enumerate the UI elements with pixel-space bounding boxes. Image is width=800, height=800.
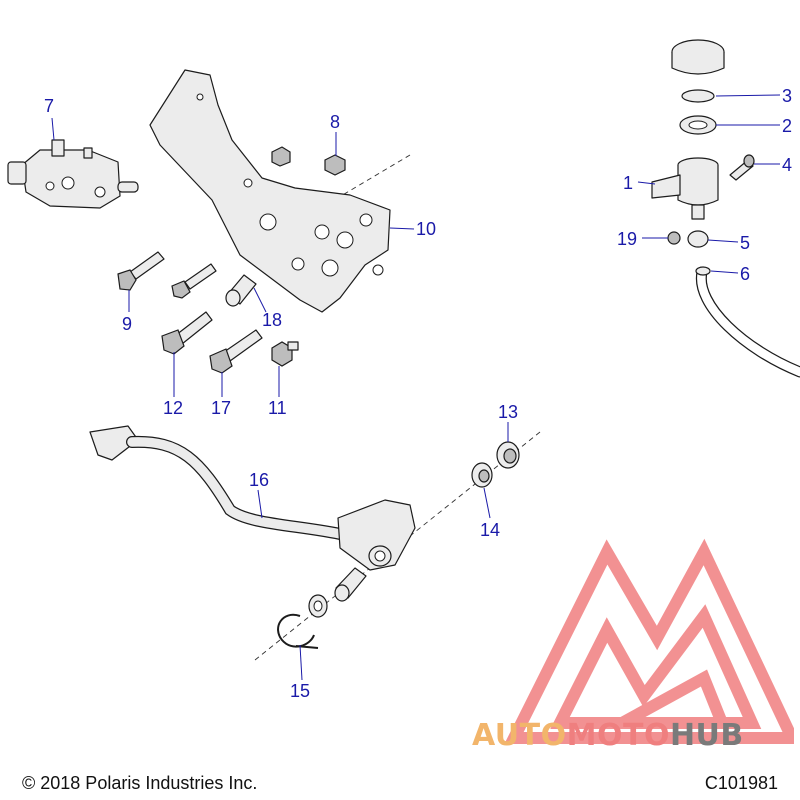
automotohub-watermark: AUTOMOTOHUB <box>472 718 744 753</box>
spacer-part-18 <box>225 274 257 307</box>
automotohub-logo-icon <box>504 538 794 744</box>
callout-13: 13 <box>498 402 518 422</box>
callout-15: 15 <box>290 681 310 701</box>
watermark-auto: AUTO <box>472 718 567 753</box>
callout-2: 2 <box>782 116 792 136</box>
callout-16: 16 <box>249 470 269 490</box>
brake-pedal-part <box>89 425 416 571</box>
screw-part-4 <box>729 154 755 181</box>
washer-part <box>308 594 328 618</box>
callout-3: 3 <box>782 86 792 106</box>
callout-17: 17 <box>211 398 231 418</box>
callout-11: 11 <box>268 398 287 418</box>
bolt-part-9 <box>117 251 165 291</box>
bolt-part-12 <box>161 311 213 355</box>
callout-9: 9 <box>122 314 132 334</box>
callout-4: 4 <box>782 155 792 175</box>
master-cylinder-part <box>7 139 139 209</box>
clip-part-15 <box>277 613 319 649</box>
nut-part-8b <box>324 154 346 176</box>
sleeve-part <box>334 567 367 602</box>
nut-part-19 <box>667 231 681 245</box>
reservoir-cap-part <box>671 39 725 135</box>
callout-12: 12 <box>163 398 183 418</box>
drawing-id: C101981 <box>704 773 778 793</box>
bushing-part-13 <box>496 441 520 469</box>
callout-19: 19 <box>617 229 637 249</box>
clamp-part-5 <box>687 230 709 248</box>
callout-7: 7 <box>44 96 54 116</box>
hose-part-6 <box>695 266 800 378</box>
copyright-text: © 2018 Polaris Industries Inc. <box>22 773 258 793</box>
watermark-hub: HUB <box>669 718 744 753</box>
watermark-moto: MOTO <box>566 718 670 753</box>
bolt-part-17 <box>209 329 263 374</box>
callout-14: 14 <box>480 520 500 540</box>
callout-10: 10 <box>416 219 436 239</box>
callout-18: 18 <box>262 310 282 330</box>
callout-5: 5 <box>740 233 750 253</box>
callout-6: 6 <box>740 264 750 284</box>
bolt-part-9b <box>171 263 217 299</box>
callout-1: 1 <box>623 173 633 193</box>
bracket-part <box>149 69 391 313</box>
bushing-part-14 <box>471 462 493 488</box>
nut-part-8a <box>271 146 291 167</box>
nut-part-11 <box>271 341 299 367</box>
reservoir-body-part <box>651 157 719 220</box>
leader-lines <box>51 94 781 681</box>
callout-8: 8 <box>330 112 340 132</box>
